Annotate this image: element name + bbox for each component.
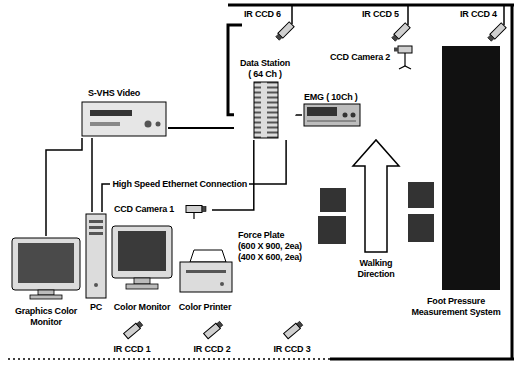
video-recorder: S-VHS Video [78,86,168,138]
walking-arrow [353,140,399,252]
cable-connector [296,114,302,116]
printer-device: Color Printer [176,244,234,316]
device-label: (400 X 600, 2ea) [238,252,318,263]
ir-camera-icons [124,6,507,339]
camera-label: IR CCD 3 [264,318,320,358]
pc-device: PC [84,212,108,316]
cable-connector [168,127,234,129]
graphics-monitor [12,238,80,299]
cable-connector [212,140,254,210]
room-walls [8,4,514,360]
emg-unit [304,104,360,126]
camera-label: IR CCD 1 [104,318,160,358]
cable-connector [228,25,242,115]
device-label: Foot Pressure Measurement System [404,296,508,318]
connection-label: High Speed Ethernet Connection [110,179,249,190]
device-label: EMG ( 10Ch ) [304,92,368,103]
device-label: IR CCD 5 [362,9,406,20]
device-label: Color Monitor [108,302,176,313]
ccd-camera-2-icon [394,46,412,69]
walking-arrow: Walking Direction [348,138,404,288]
device-label: Force Plate [238,230,318,241]
device-label: CCD Camera 2 [330,52,394,63]
color-printer [180,250,232,292]
device-label: IR CCD 3 [264,344,320,355]
device-label: IR CCD 6 [244,9,290,20]
device-label: Graphics Color Monitor [8,306,84,328]
device-label: PC [84,302,108,313]
top-wall [228,4,514,7]
cable-connector [46,138,82,236]
cable-connector [91,138,93,212]
bottom-wall [330,358,514,361]
cable-connector [102,140,286,212]
data-station-rack [254,82,278,138]
monitor-device: Color Monitor [108,222,176,316]
right-wall [511,4,514,360]
foot-pressure-system: Foot Pressure Measurement System [404,44,508,322]
dotted-cable [8,358,330,360]
device-label: Color Printer [176,302,234,313]
camera-label: CCD Camera 1 [112,200,212,220]
camera-label: IR CCD 6 [242,6,302,44]
ccd-camera-1-icon [186,206,206,220]
device-label: IR CCD 2 [184,344,240,355]
camera-label: IR CCD 5 [360,6,412,40]
force-plate-label: Force Plate(600 X 900, 2ea)(400 X 600, 2… [236,228,318,274]
device-label: CCD Camera 1 [114,204,182,215]
device-label: S-VHS Video [88,88,160,99]
device-label: ( 64 Ch ) [234,69,296,80]
vcr-unit [82,102,166,136]
device-label: IR CCD 1 [104,344,160,355]
device-label: IR CCD 4 [460,9,504,20]
foot-pressure-plate [442,46,500,290]
device-label: Data Station [234,58,296,69]
camera-label: CCD Camera 2 [330,42,416,70]
camera-label: IR CCD 2 [184,318,240,358]
device-label: (600 X 900, 2ea) [238,241,318,252]
pc-tower [86,214,106,298]
device-label: Walking Direction [348,258,404,280]
emg-unit: EMG ( 10Ch ) [302,90,368,130]
camera-label: IR CCD 4 [458,6,508,42]
monitor-device: Graphics Color Monitor [8,236,84,336]
color-monitor [112,226,172,289]
data-station: Data Station( 64 Ch ) [234,56,296,140]
